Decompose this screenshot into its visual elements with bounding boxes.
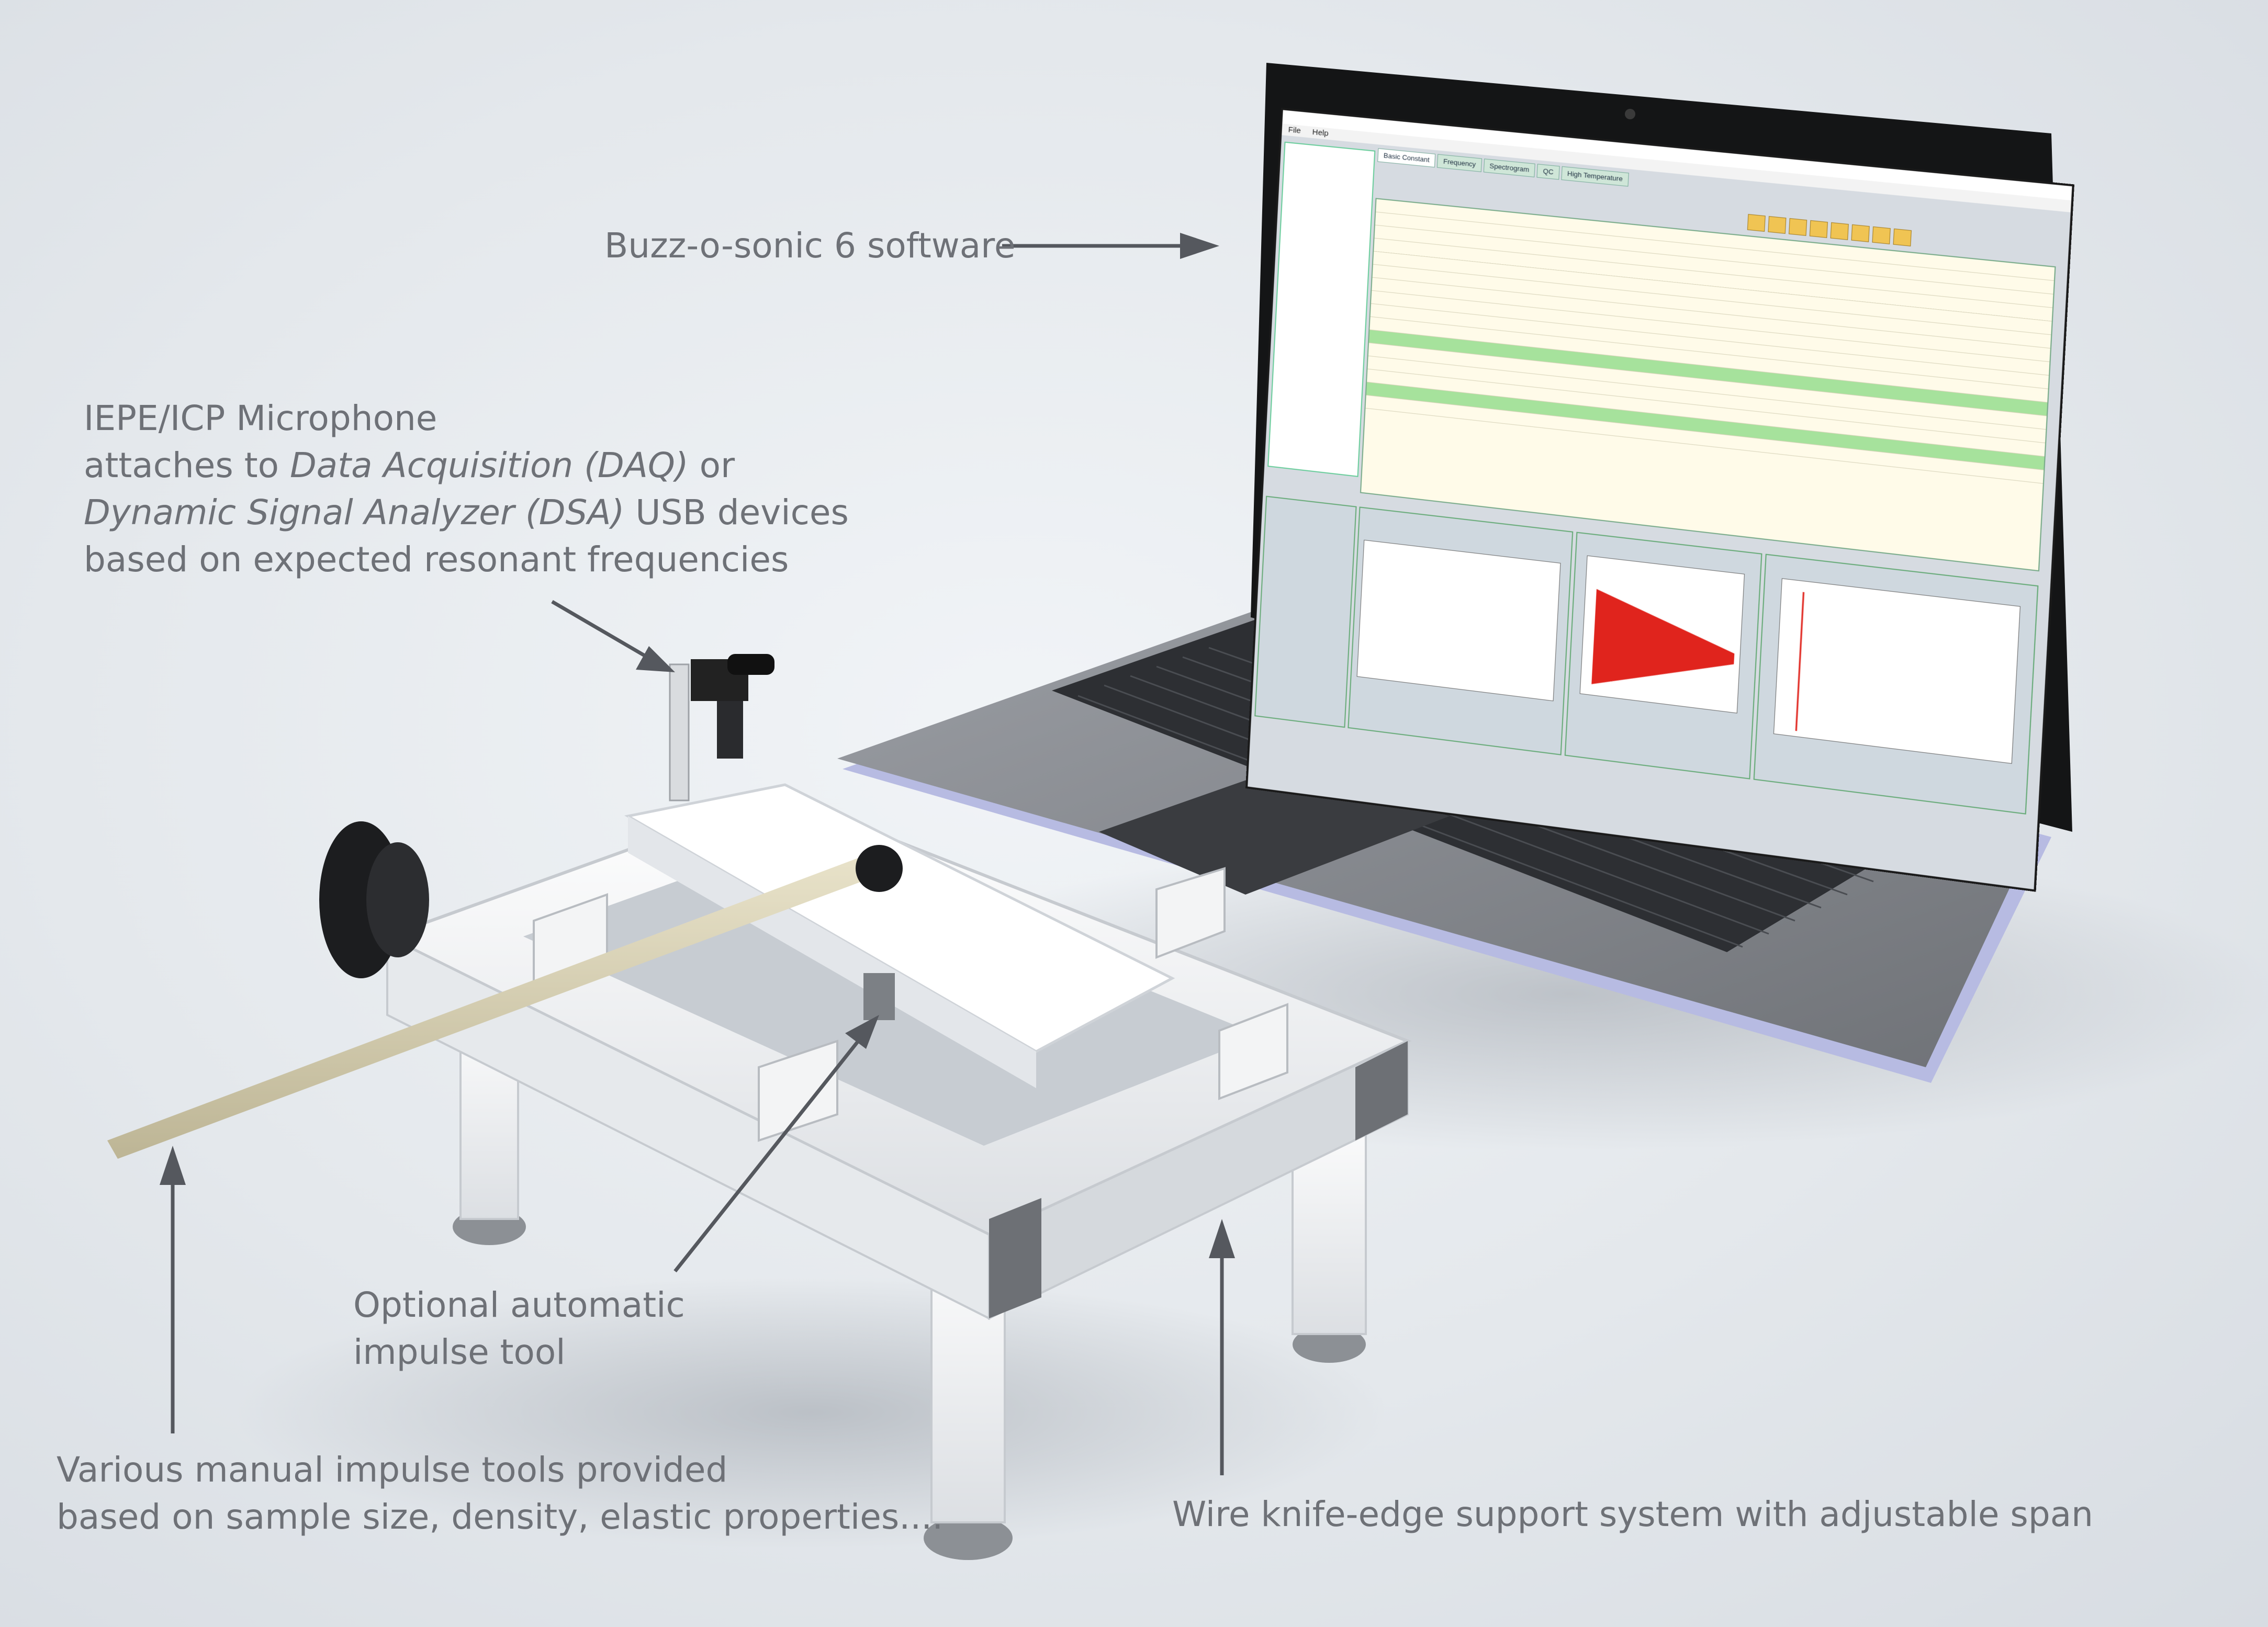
test-rig [107,654,1412,1560]
arrow-auto-impulse-head [845,1015,879,1049]
toolbar-button[interactable] [1809,220,1828,238]
microphone-clamp-knob [727,654,774,675]
time-signal-panel [1564,532,1762,779]
tab-qc[interactable]: QC [1536,164,1560,180]
spectrum-peak [1796,592,1803,731]
label-microphone-line3: Dynamic Signal Analyzer (DSA) USB device… [84,489,849,536]
arrow-microphone [551,600,647,659]
webcam-icon [1625,109,1635,119]
microphone-mount [717,701,743,759]
results-grid[interactable] [1360,198,2056,572]
arrow-software-head [1180,233,1219,259]
label-microphone-line2: attaches to Data Acquisition (DAQ) or [84,442,849,489]
automatic-impulse-tool [863,973,895,1020]
toolbar-button[interactable] [1830,222,1849,240]
arrow-support-head [1209,1219,1235,1258]
toolbar-button[interactable] [1872,226,1891,244]
sample-preview-panel [1254,495,1357,728]
tab-spectrogram[interactable]: Spectrogram [1483,159,1536,178]
label-manual-impulse-line1: Various manual impulse tools provided [57,1450,728,1490]
label-manual-impulse: Various manual impulse tools provided ba… [57,1447,943,1541]
toolbar-button[interactable] [1768,216,1787,234]
rig-shadow [235,1276,1387,1549]
label-microphone: IEPE/ICP Microphone attaches to Data Acq… [84,395,849,583]
decay-envelope [1591,589,1737,702]
toolbar-button[interactable] [1893,228,1912,246]
measurement-plot [1356,539,1561,702]
label-microphone-line2-prefix: attaches to [84,445,290,485]
tab-basic-constant[interactable]: Basic Constant [1377,148,1436,168]
microphone [669,663,690,801]
hammer-weight-face [366,842,429,957]
label-manual-impulse-line2: based on sample size, density, elastic p… [57,1497,944,1537]
label-microphone-line2-suffix: or [688,445,735,485]
tab-high-temperature[interactable]: High Temperature [1561,166,1629,187]
spectrum-panel [1753,553,2039,815]
corner-plate [989,1198,1041,1318]
label-microphone-line1: IEPE/ICP Microphone [84,398,437,438]
label-software: Buzz-o-sonic 6 software [604,222,1015,269]
toolbar-button[interactable] [1789,218,1807,236]
label-auto-impulse-line1: Optional automatic [353,1285,685,1325]
impulse-ball [856,845,903,892]
spectrum-plot [1773,578,2021,764]
label-support: Wire knife-edge support system with adju… [1172,1491,2093,1538]
label-auto-impulse: Optional automatic impulse tool [353,1282,685,1376]
tab-frequency[interactable]: Frequency [1437,154,1482,172]
label-software-text: Buzz-o-sonic 6 software [604,225,1016,266]
arrow-microphone-head [636,646,675,672]
menu-file[interactable]: File [1288,125,1301,135]
project-tree[interactable] [1267,141,1376,477]
toolbar-button[interactable] [1747,214,1766,232]
corner-plate [1355,1041,1408,1140]
software-screen: File Help Basic Constant Frequency Spect… [1245,108,2075,892]
menu-help[interactable]: Help [1312,127,1329,138]
impulse-rod [107,858,869,1159]
measurement-panel [1348,506,1574,755]
arrow-auto-impulse [673,1040,860,1273]
label-microphone-line3-suffix: USB devices [624,492,849,533]
label-microphone-line4: based on expected resonant frequencies [84,539,789,580]
label-support-text: Wire knife-edge support system with adju… [1172,1494,2093,1534]
toolbar-button[interactable] [1851,224,1870,242]
sample-bar-side [628,816,1036,1088]
label-microphone-dsa: Dynamic Signal Analyzer (DSA) [84,492,625,533]
callout-arrows [160,233,1235,1475]
arrow-manual-impulse-head [160,1146,186,1185]
label-auto-impulse-line2: impulse tool [353,1332,566,1372]
label-microphone-daq: Data Acquisition (DAQ) [289,445,689,485]
time-signal-plot [1579,555,1745,714]
